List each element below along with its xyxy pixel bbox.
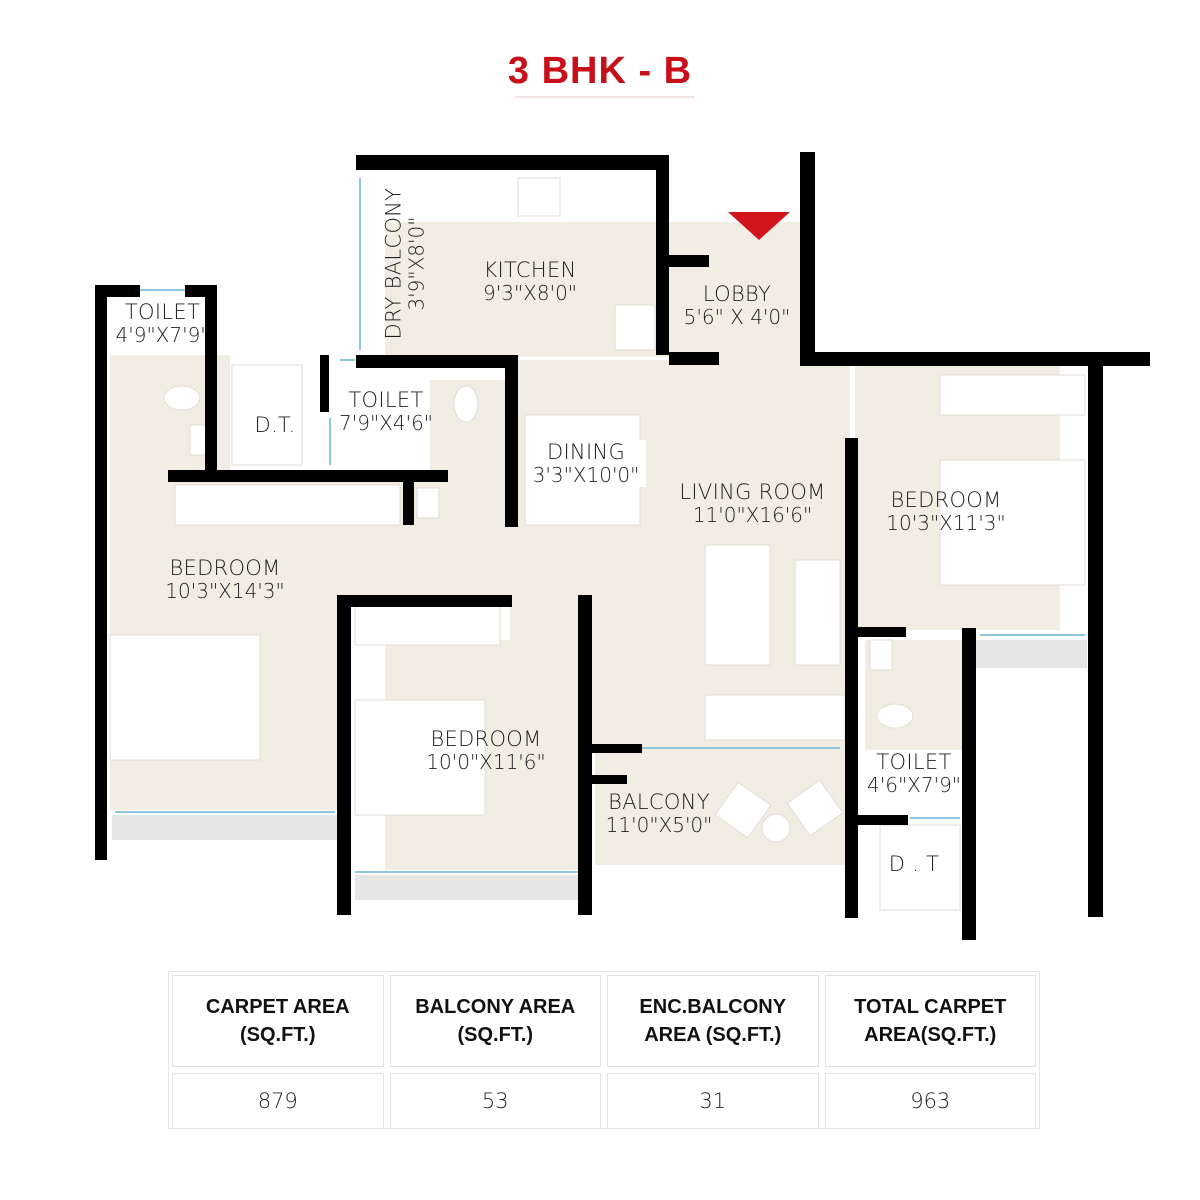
sofa-side-icon <box>794 559 841 666</box>
windows <box>115 178 1085 873</box>
area-table: CARPET AREA(SQ.FT.) BALCONY AREA(SQ.FT.)… <box>168 971 1040 1129</box>
table-value-carpet-area: 879 <box>172 1073 384 1129</box>
hob-icon <box>517 177 561 217</box>
room-label-bedroom-right: BEDROOM 10'3"X11'3" <box>886 488 1006 536</box>
room-label-dt-2: D . T <box>888 852 940 876</box>
sofa-front-icon <box>704 694 846 741</box>
room-label-dining: DINING 3'3"X10'0" <box>526 440 646 488</box>
plan-title: 3 BHK - B <box>507 50 693 92</box>
sofa-icon <box>704 544 771 666</box>
wardrobe-right-icon <box>939 374 1086 416</box>
room-label-living-room: LIVING ROOM 11'0"X16'6" <box>679 480 826 528</box>
table-value-balcony-area: 53 <box>389 1073 601 1129</box>
room-label-balcony: BALCONY 11'0"X5'0" <box>605 790 713 838</box>
room-label-toilet-2: TOILET 7'9"X4'6" <box>339 388 433 436</box>
room-label-kitchen: KITCHEN 9'3"X8'0" <box>483 258 577 306</box>
title-underline <box>515 96 695 98</box>
chair-2-icon <box>786 779 844 837</box>
table-value-enc-balcony-area: 31 <box>607 1073 819 1129</box>
wc-icon <box>163 385 201 411</box>
bed-middle-icon <box>354 699 486 816</box>
bed-right-icon <box>939 459 1086 586</box>
wc-2-icon <box>453 385 479 423</box>
basin-3-icon <box>869 639 893 671</box>
furniture <box>109 177 1086 911</box>
table-header-balcony-area: BALCONY AREA(SQ.FT.) <box>389 975 601 1067</box>
room-label-bedroom-middle: BEDROOM 10'0"X11'6" <box>426 727 546 775</box>
room-label-dt-1: D.T. <box>254 413 296 437</box>
chair-icon <box>714 781 772 839</box>
entry-marker-icon <box>728 212 790 240</box>
table-value-total-carpet-area: 963 <box>824 1073 1036 1129</box>
room-label-bedroom-left: BEDROOM 10'3"X14'3" <box>165 556 285 604</box>
shower-2-icon <box>879 824 961 911</box>
table-header-carpet-area: CARPET AREA(SQ.FT.) <box>172 975 384 1067</box>
room-label-dry-balcony: DRY BALCONY 3'9"X8'0" <box>381 187 429 340</box>
floor-plan <box>95 152 1150 940</box>
bed-left-icon <box>109 634 261 761</box>
shower-icon <box>231 364 303 466</box>
room-label-lobby: LOBBY 5'6" X 4'0" <box>683 282 791 330</box>
basin-2-icon <box>416 487 440 519</box>
room-label-toilet-3: TOILET 4'6"X7'9" <box>867 750 961 798</box>
window-sills <box>112 640 1087 900</box>
room-label-toilet-1: TOILET 4'9"X7'9" <box>115 300 210 348</box>
wardrobe-middle-icon <box>354 604 501 646</box>
wardrobe-left-icon <box>174 484 401 526</box>
walls <box>95 152 1150 940</box>
wc-3-icon <box>876 703 914 729</box>
side-table-icon <box>761 813 791 843</box>
sink-icon <box>614 304 656 351</box>
